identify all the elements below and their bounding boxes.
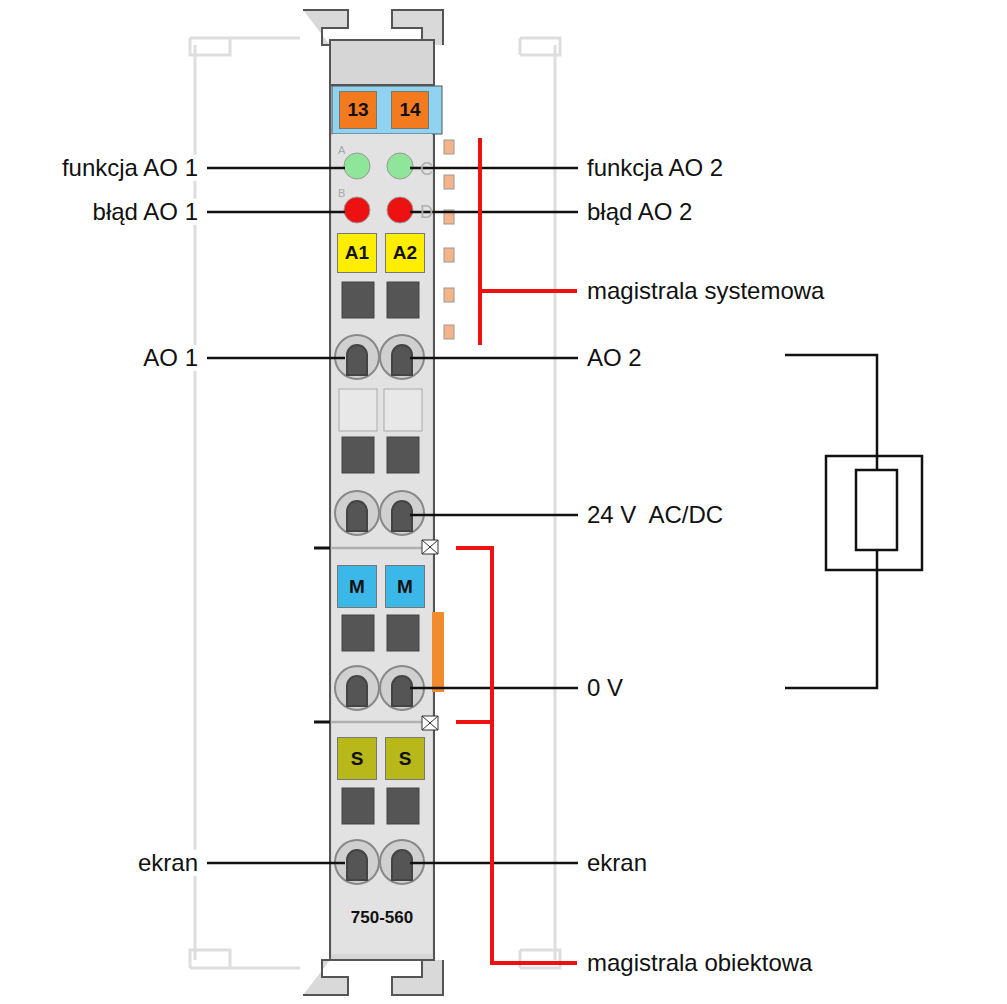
tag-text: A1 (345, 242, 369, 264)
signal-label: AO 1 (141, 345, 200, 371)
tag-text: M (349, 576, 365, 598)
led-letter: D (418, 203, 435, 223)
shield-tag: S (337, 737, 377, 780)
shield-tag: S (385, 737, 425, 780)
tag-text: S (351, 748, 364, 770)
ground-tag: M (337, 565, 377, 608)
channel-tag: A2 (385, 233, 425, 273)
shield-label: ekran (136, 850, 200, 876)
tag-text: 14 (399, 99, 420, 121)
supply-label: 24 V AC/DC (585, 502, 725, 528)
led-label: funkcja AO 2 (585, 155, 725, 181)
led-letter: C (418, 160, 435, 180)
led-letter: A (336, 144, 347, 156)
bus-label: magistrala obiektowa (585, 950, 814, 976)
signal-label: AO 2 (585, 345, 644, 371)
ground-tag: M (385, 565, 425, 608)
tag-text: S (399, 748, 412, 770)
led-letter: B (336, 187, 347, 199)
led-label: błąd AO 1 (91, 199, 200, 225)
tag-text: A2 (393, 242, 417, 264)
tag-text: 13 (347, 99, 368, 121)
terminal-number-tag: 13 (339, 91, 377, 129)
tag-text: M (397, 576, 413, 598)
led-label: funkcja AO 1 (60, 155, 200, 181)
model-number: 750-560 (330, 908, 434, 928)
supply-label: 0 V (585, 675, 625, 701)
terminal-number-tag: 14 (391, 91, 429, 129)
bus-label: magistrala systemowa (585, 278, 826, 304)
module-housing: 750-560 13 14A1 A2M M S S (330, 40, 434, 960)
led-label: błąd AO 2 (585, 199, 694, 225)
shield-label: ekran (585, 850, 649, 876)
channel-tag: A1 (337, 233, 377, 273)
